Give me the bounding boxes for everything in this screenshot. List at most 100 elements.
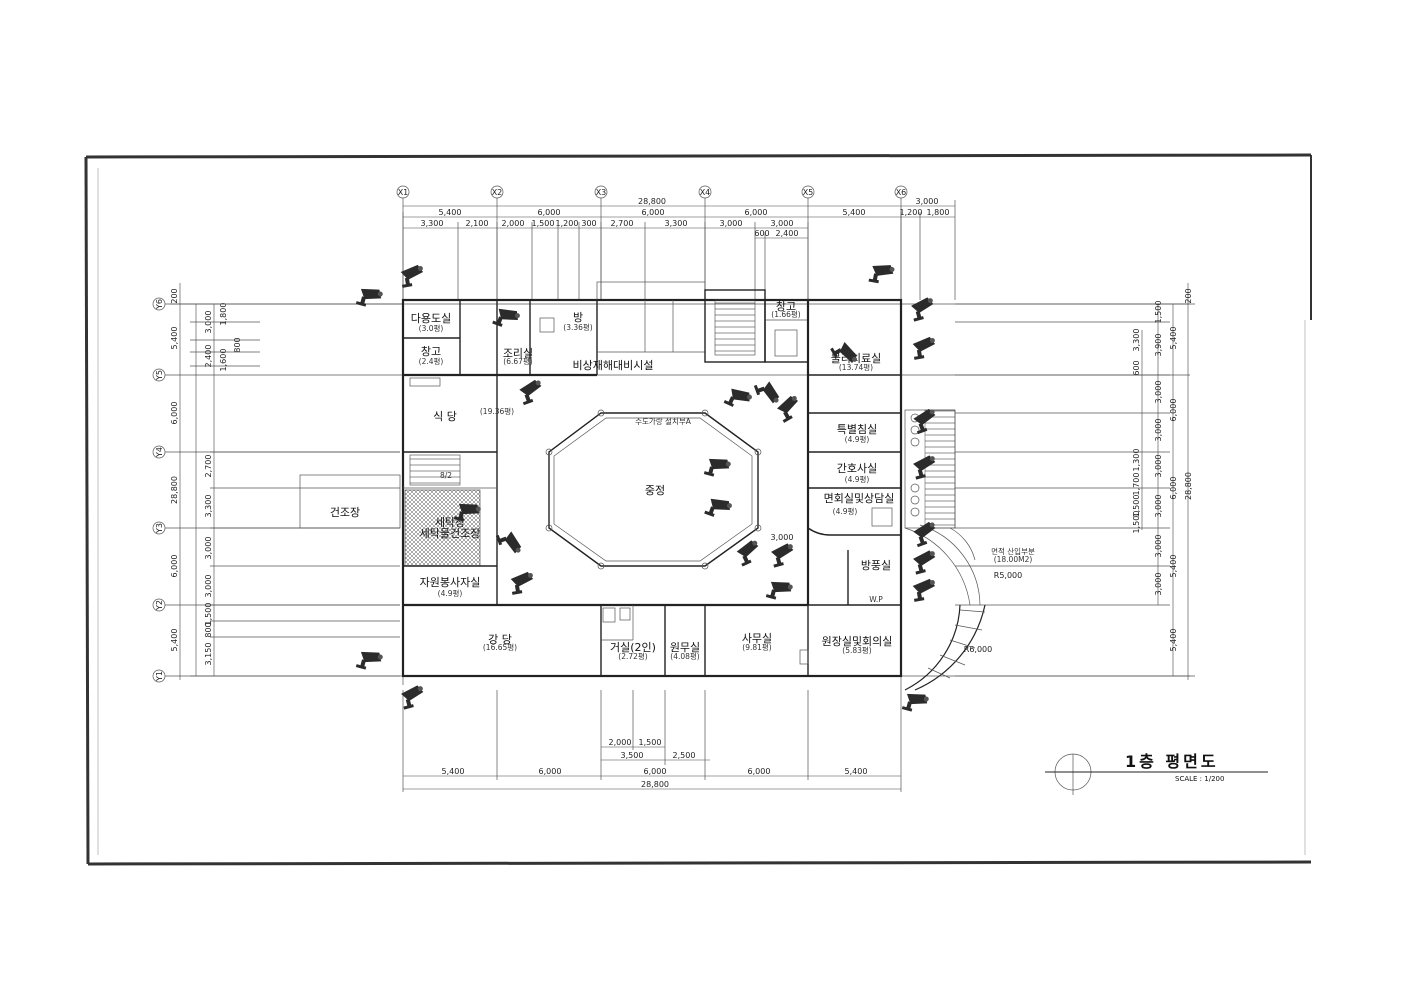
room-wonmu: 원무실: [670, 641, 700, 654]
svg-text:2,000: 2,000: [502, 219, 525, 228]
drawing-scale: SCALE : 1/200: [1175, 775, 1224, 783]
svg-text:1,500: 1,500: [639, 738, 662, 747]
right-dimensions: 200 28,800 5,400 6,000 6,000 5,400 5,400…: [955, 283, 1195, 680]
top-dimensions: 28,800 3,000 5,400 6,000 6,000 6,000 5,4…: [402, 197, 956, 300]
svg-text:5,400: 5,400: [439, 208, 462, 217]
cctv-camera-icon: [769, 542, 797, 568]
room-changgo-1: 창고: [421, 345, 441, 358]
svg-text:2,000: 2,000: [609, 738, 632, 747]
svg-text:5,400: 5,400: [1169, 327, 1178, 350]
grid-bubble-y6: Y6: [152, 297, 166, 311]
svg-text:X6: X6: [896, 188, 907, 197]
svg-text:5,400: 5,400: [845, 767, 868, 776]
room-ganho: 간호사실: [837, 462, 877, 475]
svg-text:X5: X5: [803, 188, 814, 197]
cctv-camera-icon: [765, 577, 794, 604]
svg-text:(16.65평): (16.65평): [483, 642, 517, 652]
grid-bubble-y2: Y2: [152, 598, 166, 612]
cctv-camera-icon: [355, 647, 384, 674]
drawing-title: 1층 평면도: [1125, 752, 1219, 771]
center-dimension: 3,000: [771, 533, 794, 542]
svg-text:5,400: 5,400: [170, 327, 179, 350]
cctv-camera-icon: [911, 336, 938, 360]
svg-text:3,000: 3,000: [1154, 573, 1163, 596]
svg-text:X4: X4: [700, 188, 711, 197]
room-geonjojang: 건조장: [330, 506, 360, 519]
svg-text:(2.4평): (2.4평): [419, 356, 444, 366]
cctv-camera-icon: [774, 393, 805, 423]
svg-text:(3.36평): (3.36평): [563, 322, 593, 332]
svg-text:(19.36평): (19.36평): [480, 406, 514, 416]
north-arrow-icon: [1054, 753, 1092, 795]
svg-text:600: 600: [754, 229, 769, 238]
svg-text:6,000: 6,000: [170, 402, 179, 425]
svg-text:(4.9평): (4.9평): [438, 588, 463, 598]
svg-text:3,000: 3,000: [204, 537, 213, 560]
svg-text:1,200: 1,200: [900, 208, 923, 217]
grid-bubble-y4: Y4: [152, 445, 166, 459]
svg-text:(4.9평): (4.9평): [845, 474, 870, 484]
cctv-camera-icon: [901, 689, 930, 716]
room-labels: 다용도실 (3.0평) 창고 (2.4평) 조리실 (6.67평) 방 (3.3…: [330, 300, 1035, 661]
room-jorisil: 조리실: [503, 347, 533, 360]
grid-columns: X1 X2 X3 X4 X5 X6: [396, 185, 908, 690]
svg-text:3,500: 3,500: [621, 751, 644, 760]
sheet-frame: [84, 153, 1312, 866]
svg-text:1,500: 1,500: [1154, 301, 1163, 324]
svg-text:3,000: 3,000: [1154, 419, 1163, 442]
svg-text:1,700: 1,700: [1132, 473, 1141, 496]
svg-text:200: 200: [170, 288, 179, 303]
svg-text:3,000: 3,000: [1154, 381, 1163, 404]
svg-text:200: 200: [1184, 288, 1193, 303]
svg-text:(4.9평): (4.9평): [833, 506, 858, 516]
courtyard-note: 수도가랑 설치부A: [635, 417, 692, 426]
svg-text:(5.83평): (5.83평): [842, 645, 872, 655]
svg-text:1,800: 1,800: [927, 208, 950, 217]
dim-top-extra: 3,000: [916, 197, 939, 206]
courtyard: [545, 409, 762, 570]
svg-text:2,100: 2,100: [466, 219, 489, 228]
svg-text:1,600: 1,600: [219, 349, 228, 372]
svg-text:800: 800: [233, 337, 242, 352]
room-bisang: 비상재해대비시설: [573, 358, 654, 372]
room-hwangdang: 강 당: [488, 633, 512, 646]
svg-text:Y6: Y6: [155, 299, 164, 310]
svg-text:(3.0평): (3.0평): [419, 323, 444, 333]
title-block: 1층 평면도 SCALE : 1/200: [1045, 752, 1268, 795]
svg-text:2,500: 2,500: [673, 751, 696, 760]
svg-text:1,300: 1,300: [1132, 449, 1141, 472]
svg-text:1,500: 1,500: [1132, 511, 1141, 534]
svg-text:(4.9평): (4.9평): [845, 434, 870, 444]
cctv-camera-icon: [868, 261, 896, 286]
svg-text:3,000: 3,000: [1154, 535, 1163, 558]
svg-text:600: 600: [1132, 360, 1141, 375]
svg-text:3,000: 3,000: [771, 219, 794, 228]
grid-bubble-y3: Y3: [152, 521, 166, 535]
room-jungjeong: 중정: [645, 484, 665, 497]
svg-text:(9.81평): (9.81평): [742, 642, 772, 652]
svg-text:1,800: 1,800: [219, 303, 228, 326]
svg-text:3,300: 3,300: [665, 219, 688, 228]
svg-text:3,900: 3,900: [1154, 334, 1163, 357]
svg-text:(6.67평): (6.67평): [503, 356, 533, 366]
cctv-camera-icon: [911, 549, 939, 575]
radius-2: R6,000: [964, 645, 992, 654]
svg-text:1,500: 1,500: [532, 219, 555, 228]
svg-text:(2.72평): (2.72평): [618, 651, 648, 661]
svg-text:2,700: 2,700: [611, 219, 634, 228]
cctv-camera-icon: [495, 529, 523, 558]
svg-text:6,000: 6,000: [642, 208, 665, 217]
svg-text:3,300: 3,300: [421, 219, 444, 228]
svg-text:6,000: 6,000: [1169, 477, 1178, 500]
svg-text:3,000: 3,000: [1154, 455, 1163, 478]
svg-text:6,000: 6,000: [644, 767, 667, 776]
cctv-camera-icon: [911, 578, 938, 602]
room-bangpung: 방풍실: [861, 559, 891, 572]
svg-text:6,000: 6,000: [748, 767, 771, 776]
cctv-camera-icon: [703, 454, 732, 481]
svg-text:1,200: 1,200: [556, 219, 579, 228]
building-walls: [401, 281, 903, 678]
svg-text:3,000: 3,000: [204, 575, 213, 598]
room-jawon: 자원봉사자실: [420, 576, 481, 589]
svg-text:X2: X2: [492, 188, 503, 197]
